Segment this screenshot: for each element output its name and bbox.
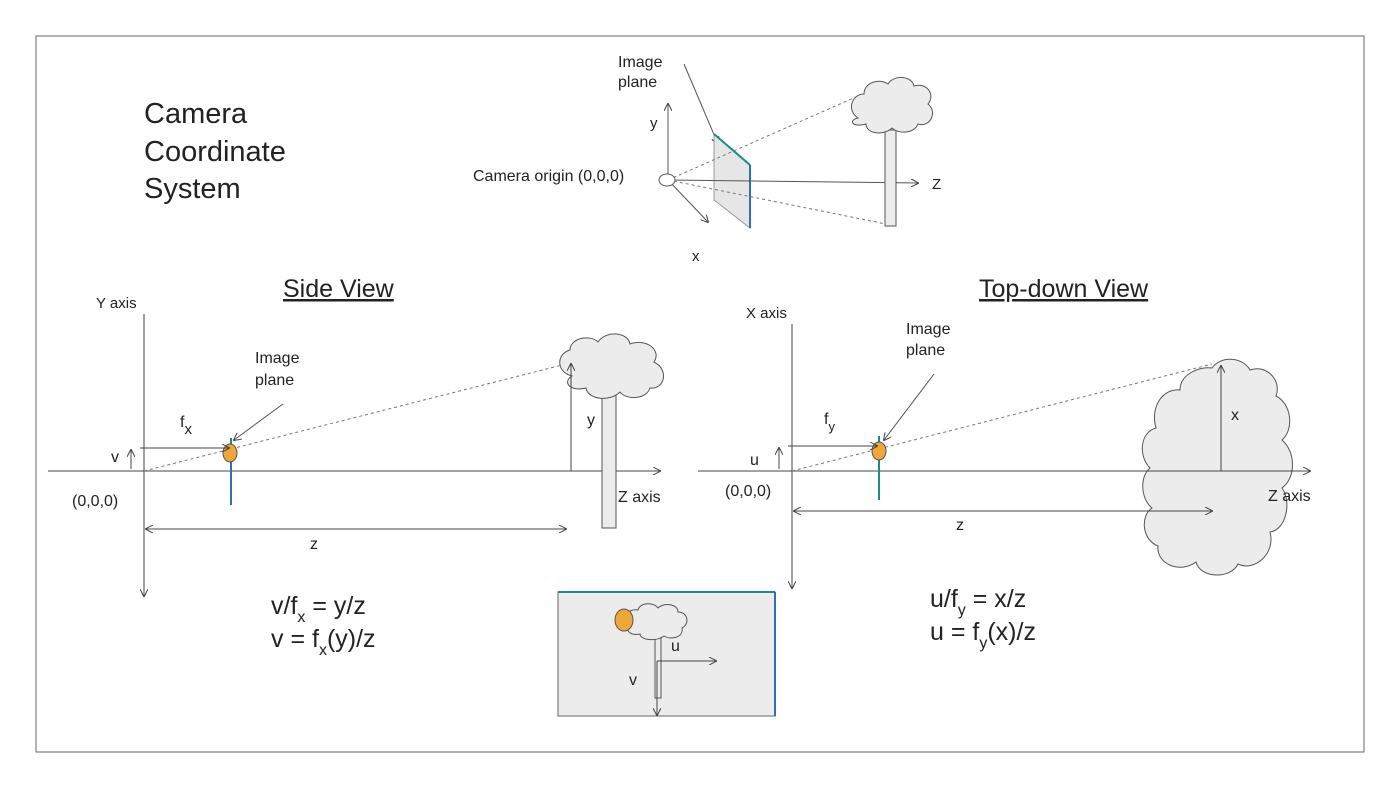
top-image-plane-label-2: plane <box>906 342 945 359</box>
top-x-label: x <box>1231 407 1239 424</box>
top-ray <box>791 363 1213 472</box>
side-equation-2: v = fx(y)/z <box>271 625 376 659</box>
side-tree-canopy <box>559 333 664 399</box>
tree-trunk-3d <box>884 129 897 227</box>
camera-3d-diagram: Image plane y x Z Camera origin (0,0,0) <box>473 54 941 265</box>
side-image-plane-label-1: Image <box>255 350 300 367</box>
side-tree-trunk <box>601 391 617 529</box>
side-image-plane-pointer <box>234 403 284 440</box>
ray-top <box>667 95 859 181</box>
image-plane-top-edge <box>713 133 751 166</box>
side-ray <box>143 363 567 472</box>
title-line-1: Camera <box>144 98 248 130</box>
side-view: Side View Y axis Z axis (0,0,0) y z fx v… <box>48 275 664 659</box>
top-z-axis-label: Z axis <box>1268 488 1311 505</box>
camera-origin-marker <box>658 173 676 187</box>
z-axis-3d-label: Z <box>932 176 941 193</box>
inset-tree-canopy <box>625 603 688 641</box>
title-line-2: Coordinate <box>144 136 286 168</box>
image-plane-label-line1: Image <box>618 54 663 71</box>
image-plane-label-line2: plane <box>618 74 657 91</box>
top-projected-point <box>871 441 887 461</box>
image-plane-pointer <box>683 63 718 144</box>
top-equation-2: u = fy(x)/z <box>930 618 1036 652</box>
top-focal-label: fy <box>824 411 835 434</box>
top-image-plane-pointer <box>884 373 935 440</box>
side-z-label: z <box>310 536 318 553</box>
side-view-heading: Side View <box>283 275 395 303</box>
side-z-axis-label: Z axis <box>618 489 661 506</box>
image-inset: u v <box>557 591 776 717</box>
inset-point <box>614 608 634 632</box>
side-focal-label: fx <box>180 414 192 438</box>
top-equation-1: u/fy = x/z <box>930 585 1026 619</box>
z-axis-3d <box>667 180 918 183</box>
x-axis-3d-label: x <box>692 248 700 265</box>
top-origin-label: (0,0,0) <box>725 483 771 500</box>
top-x-axis-label: X axis <box>746 305 787 322</box>
ray-bottom <box>667 179 887 225</box>
side-y-axis-label: Y axis <box>96 295 137 312</box>
side-origin-label: (0,0,0) <box>72 493 118 510</box>
y-axis-3d-label: y <box>650 115 658 132</box>
side-projected-point <box>222 443 238 463</box>
side-equation-1: v/fx = y/z <box>271 592 366 626</box>
x-axis-3d <box>667 179 708 222</box>
camera-origin-label: Camera origin (0,0,0) <box>473 168 624 185</box>
top-image-plane-label-1: Image <box>906 321 951 338</box>
top-tree-canopy <box>1141 358 1293 576</box>
side-y-label: y <box>587 412 595 429</box>
inset-u-label: u <box>671 638 680 655</box>
tree-canopy-3d <box>850 77 933 134</box>
top-view-heading: Top-down View <box>979 275 1149 303</box>
slide-frame <box>35 35 1365 753</box>
inset-tree-trunk <box>654 633 662 699</box>
top-down-view: Top-down View X axis Z axis (0,0,0) x z … <box>698 275 1311 652</box>
inset-v-label: v <box>629 672 637 689</box>
top-z-label: z <box>956 517 964 534</box>
top-u-label: u <box>750 452 759 469</box>
title-line-3: System <box>144 173 241 205</box>
page-title: Camera Coordinate System <box>144 98 286 205</box>
side-v-label: v <box>111 449 119 466</box>
side-image-plane-label-2: plane <box>255 372 294 389</box>
